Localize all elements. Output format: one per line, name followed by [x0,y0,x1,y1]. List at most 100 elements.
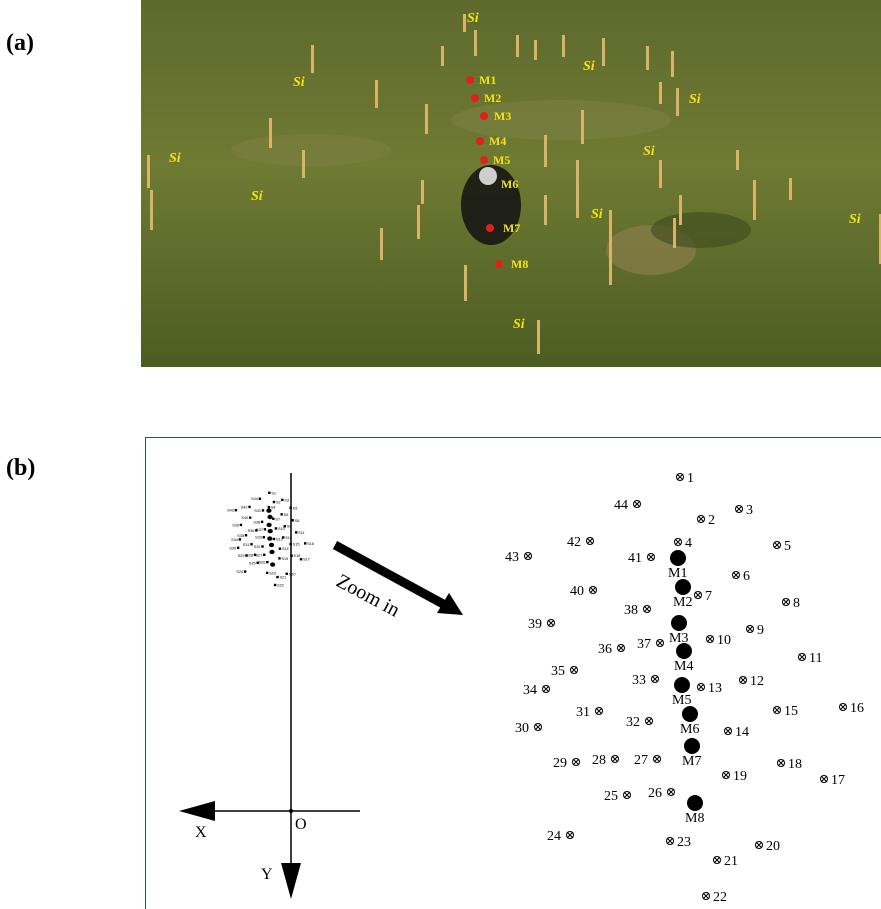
overview-point-label: S12 [285,536,292,540]
stake [736,150,739,170]
site-label: Si [591,207,603,222]
overview-marker [267,514,273,520]
overview-point-label: S15 [293,543,300,547]
survey-point: 8 [782,596,800,611]
overview-point-label: S4 [271,506,276,510]
overview-axes: X Y O [179,473,360,899]
marker-m7: M7 [682,738,701,769]
stake [789,178,792,200]
survey-point-label: 43 [505,550,519,565]
stake [544,135,547,167]
survey-point-label: 11 [809,651,822,666]
overview-point: S14 [278,547,289,551]
survey-point-label: 27 [634,753,648,768]
overview-point: S15 [289,543,299,547]
overview-point: S3 [281,498,289,502]
overview-point-label: S31 [243,543,250,547]
overview-marker [266,522,272,528]
overview-marker [268,542,275,548]
overview-point-label: S2 [276,501,281,505]
survey-point-label: 4 [685,536,692,551]
survey-point-label: 1 [687,471,694,486]
survey-point-label: 28 [592,753,606,768]
overview-point: S25 [249,561,259,565]
survey-point: 43 [505,550,532,565]
marker-label: M3 [669,631,688,646]
marker-m1: M1 [668,550,687,581]
overview-point: S26 [259,561,269,565]
survey-point-label: 17 [831,773,845,788]
zoom-arrow: Zoom in [333,541,463,622]
survey-point-label: 37 [637,637,651,652]
overview-point: S18 [290,554,300,558]
overview-point: S19 [278,557,288,561]
stake [671,51,674,77]
overview-point-label: S16 [307,542,314,546]
survey-point: 36 [598,642,625,657]
survey-point-label: 15 [784,704,798,719]
marker-m6: M6 [680,706,699,737]
overview-point-label: S38 [253,520,260,524]
survey-point-label: 25 [604,789,618,804]
overview-point: S5 [289,506,297,510]
y-axis-label: Y [261,866,273,883]
survey-point-label: 44 [614,498,628,513]
site-label: Si [513,317,525,332]
stake [659,82,662,104]
overview-point: S34 [231,538,242,542]
overview-point: S12 [282,536,292,540]
overview-point-label: S6 [284,513,289,517]
overview-marker [266,508,272,513]
stake [576,160,579,218]
overview-marker [267,528,273,534]
overview-point-label: S5 [293,506,298,510]
marker-label: M8 [685,811,704,826]
survey-point: 15 [773,704,798,719]
overview-point: S6 [280,513,288,517]
svg-text:M3: M3 [494,109,511,123]
survey-point: 42 [567,535,594,550]
survey-point: 32 [626,715,653,730]
overview-point-label: S22 [277,583,284,587]
survey-point-label: 30 [515,721,529,736]
overview-point: S30 [229,546,240,550]
overview-point: S22 [273,583,284,587]
survey-point-label: 21 [724,854,738,869]
overview-point: S20 [285,572,295,576]
overview-point: S11 [294,531,305,535]
survey-point: 14 [724,725,749,740]
survey-point-label: 35 [551,664,565,679]
stakes [147,14,881,354]
overview-marker [270,562,276,567]
field-photo: M1 M2 M3 M4 M5 M6 M7 M8 Si Si Si Si Si S… [141,0,881,367]
site-label: Si [583,59,595,74]
survey-point: 31 [576,705,603,720]
overview-point: S41 [254,509,265,513]
svg-text:M1: M1 [479,73,496,87]
survey-point-label: 38 [624,603,638,618]
survey-point: 39 [528,617,555,632]
dark-object [461,165,521,245]
survey-point-label: 10 [717,633,731,648]
survey-point: 19 [722,769,747,784]
survey-point: 27 [634,753,661,768]
marker-label: M7 [682,754,701,769]
overview-point-label: S14 [282,547,289,551]
stake [753,180,756,220]
stake [417,205,420,239]
photo-marker-M7: M7 [486,221,520,235]
overview-point-label: S9 [287,525,292,529]
stake [150,190,153,230]
marker-label: M1 [668,566,687,581]
overview-point: S7 [272,517,280,521]
survey-point-label: 33 [632,673,646,688]
site-label: Si [169,151,181,166]
overview-point-label: S10 [278,527,285,531]
survey-point-label: 36 [598,642,612,657]
overview-point-label: S7 [275,517,280,521]
overview-point: S1 [268,491,276,495]
overview-point: S16 [304,542,314,546]
stake [147,155,150,188]
survey-point: 26 [648,786,675,801]
